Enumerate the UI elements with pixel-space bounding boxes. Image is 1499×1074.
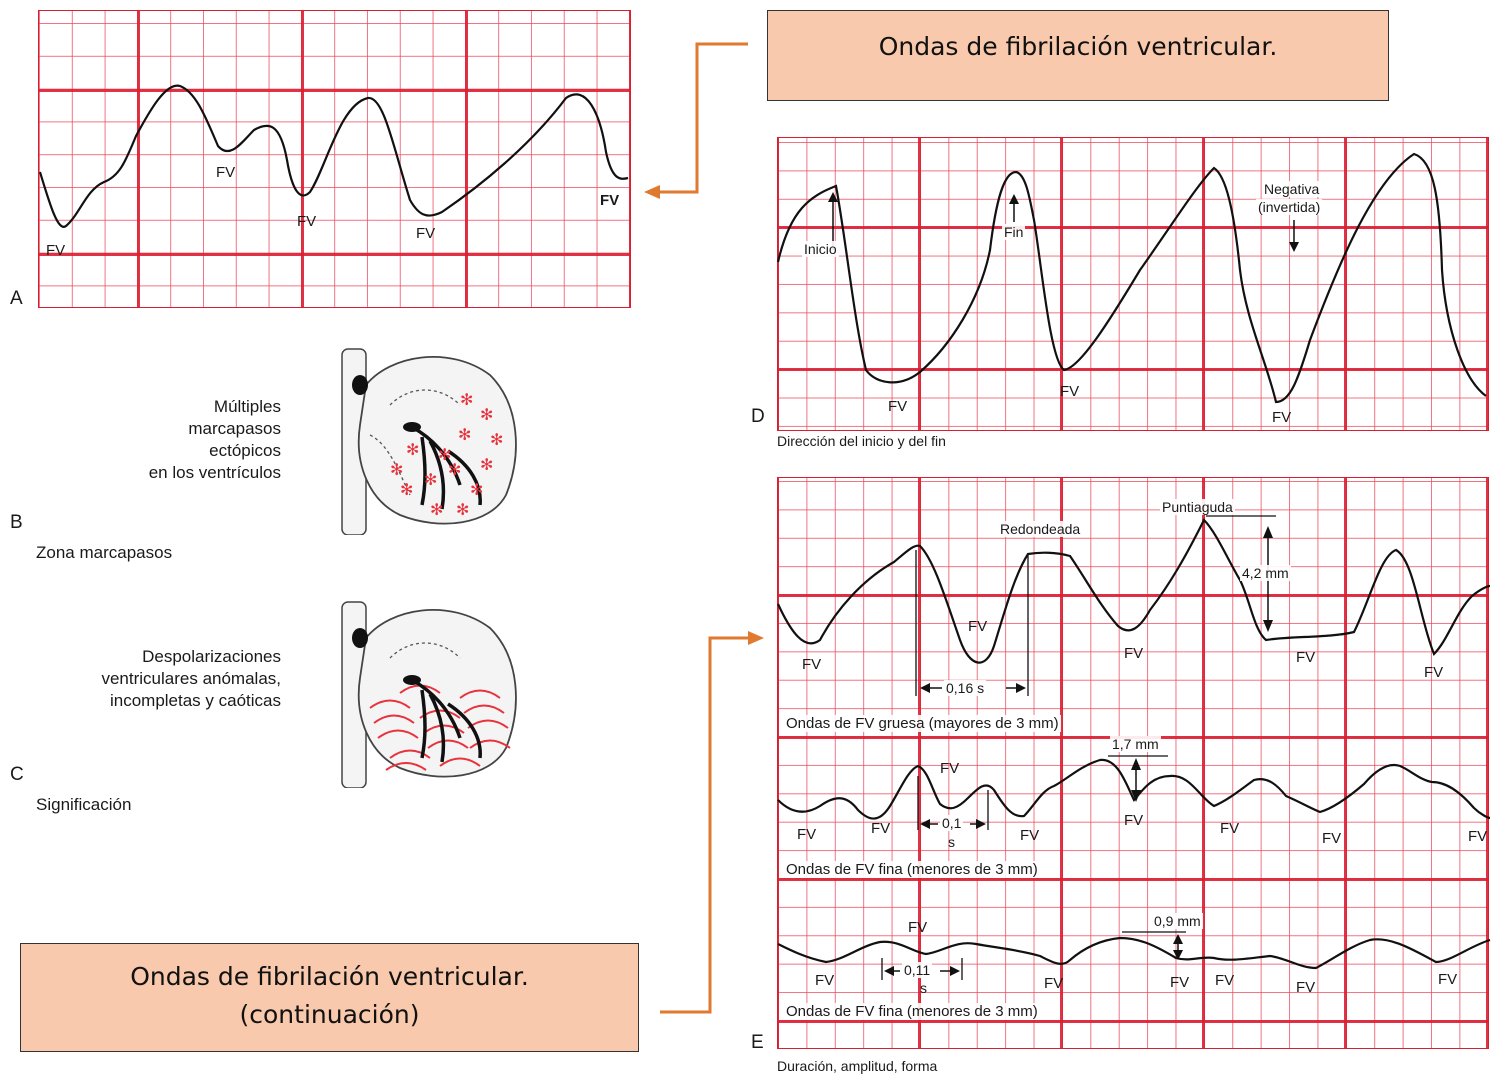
amplitude-label: 1,7 mm	[1110, 736, 1161, 752]
panel-letter-e: E	[751, 1032, 764, 1053]
duration-unit: s	[948, 834, 955, 850]
duration-arrow-icon	[920, 819, 986, 829]
fin-label: Fin	[1002, 224, 1026, 240]
amplitude-label: 4,2 mm	[1240, 565, 1291, 581]
invertida-label: (invertida)	[1256, 199, 1323, 215]
fv-label: FV	[600, 192, 620, 209]
callout-top: Ondas de fibrilación ventricular.	[767, 10, 1389, 101]
duration-arrow-icon	[920, 683, 1026, 693]
fv-label: FV	[1296, 649, 1316, 666]
text-line: ectópicos	[209, 441, 281, 460]
caption-direccion: Dirección del inicio y del fin	[777, 433, 946, 449]
svg-text:✻: ✻	[470, 480, 483, 499]
svg-text:✻: ✻	[458, 425, 471, 444]
panel-letter-b: B	[10, 512, 23, 533]
duration-arrow-icon	[884, 966, 960, 976]
amplitude-label: 0,9 mm	[1152, 913, 1203, 929]
inicio-label: Inicio	[802, 241, 839, 257]
arrow-right-icon	[748, 631, 764, 645]
fv-label: FV	[1170, 974, 1190, 991]
fv-label: FV	[1124, 645, 1144, 662]
fv-label: FV	[815, 972, 835, 989]
svg-text:✻: ✻	[430, 500, 443, 519]
duration-label: 0,16 s	[944, 680, 987, 696]
pacemaker-description: Múltiples marcapasos ectópicos en los ve…	[60, 396, 281, 484]
fv-label: FV	[871, 820, 891, 837]
svg-text:✻: ✻	[390, 460, 403, 479]
svg-text:✻: ✻	[448, 460, 461, 479]
svg-text:✻: ✻	[438, 445, 451, 464]
duration-label: 0,1	[940, 815, 964, 831]
caption-significacion: Significación	[36, 795, 132, 814]
fv-label: FV	[1124, 812, 1144, 829]
fv-label: FV	[908, 919, 928, 936]
svg-text:✻: ✻	[424, 470, 437, 489]
fv-label: FV	[1296, 979, 1316, 996]
text-line: ventriculares anómalas,	[101, 669, 281, 688]
caption-zona-marcapasos: Zona marcapasos	[36, 543, 173, 562]
fv-label: FV	[416, 225, 436, 242]
arrow-left-icon	[644, 185, 660, 199]
svg-text:✻: ✻	[490, 430, 503, 449]
text-line: incompletas y caóticas	[109, 691, 281, 710]
caption-duracion: Duración, amplitud, forma	[777, 1058, 938, 1074]
fv-label: FV	[940, 760, 960, 777]
caption-fv-gruesa: Ondas de FV gruesa (mayores de 3 mm)	[784, 715, 1061, 732]
panel-letter-d: D	[751, 406, 765, 427]
depolarization-description: Despolarizaciones ventriculares anómalas…	[30, 646, 281, 712]
caption-fv-fina-2: Ondas de FV fina (menores de 3 mm)	[784, 1003, 1040, 1020]
callout-bottom-line2: (continuación)	[239, 1000, 420, 1029]
fv-label: FV	[216, 164, 236, 181]
caption-fv-fina-1: Ondas de FV fina (menores de 3 mm)	[784, 861, 1040, 878]
text-line: Múltiples	[213, 397, 281, 416]
fv-label: FV	[802, 656, 822, 673]
fv-label: FV	[297, 213, 317, 230]
svg-text:✻: ✻	[456, 500, 469, 519]
fv-label: FV	[1468, 828, 1488, 845]
text-line: en los ventrículos	[148, 463, 281, 482]
duration-label: 0,11	[902, 962, 933, 978]
callout-bottom: Ondas de fibrilación ventricular. (conti…	[20, 943, 639, 1052]
ecg-grid-e	[777, 477, 1489, 1049]
negativa-label: Negativa	[1262, 181, 1322, 197]
svg-text:✻: ✻	[480, 405, 493, 424]
callout-bottom-line1: Ondas de fibrilación ventricular.	[130, 962, 529, 991]
panel-letter-a: A	[10, 288, 23, 309]
text-line: Despolarizaciones	[142, 647, 281, 666]
fv-label: FV	[1424, 664, 1444, 681]
fv-label: FV	[1044, 975, 1064, 992]
heart-ectopic-pacemakers-icon: ✻✻✻ ✻✻✻ ✻✻✻ ✻✻✻ ✻✻	[341, 348, 517, 535]
svg-text:✻: ✻	[460, 390, 473, 409]
puntiaguda-label: Puntiaguda	[1160, 499, 1235, 515]
fv-label: FV	[797, 826, 817, 843]
callout-top-text: Ondas de fibrilación ventricular.	[878, 32, 1278, 61]
svg-text:✻: ✻	[400, 480, 413, 499]
redondeada-label: Redondeada	[998, 521, 1083, 537]
fv-label: FV	[1220, 820, 1240, 837]
fv-label: FV	[1272, 409, 1292, 426]
fv-label: FV	[46, 242, 66, 259]
svg-text:✻: ✻	[406, 440, 419, 459]
text-line: marcapasos	[188, 419, 281, 438]
ecg-grid-a	[38, 10, 631, 308]
duration-unit: s	[920, 980, 927, 996]
fv-label: FV	[1322, 830, 1342, 847]
fv-label: FV	[1215, 972, 1235, 989]
fv-label: FV	[888, 398, 908, 415]
panel-letter-c: C	[10, 764, 24, 785]
heart-chaotic-depolarization-icon	[341, 601, 517, 788]
fv-label: FV	[1020, 827, 1040, 844]
fv-label: FV	[1438, 971, 1458, 988]
svg-text:✻: ✻	[480, 455, 493, 474]
fv-label: FV	[968, 618, 988, 635]
fv-label: FV	[1060, 383, 1080, 400]
